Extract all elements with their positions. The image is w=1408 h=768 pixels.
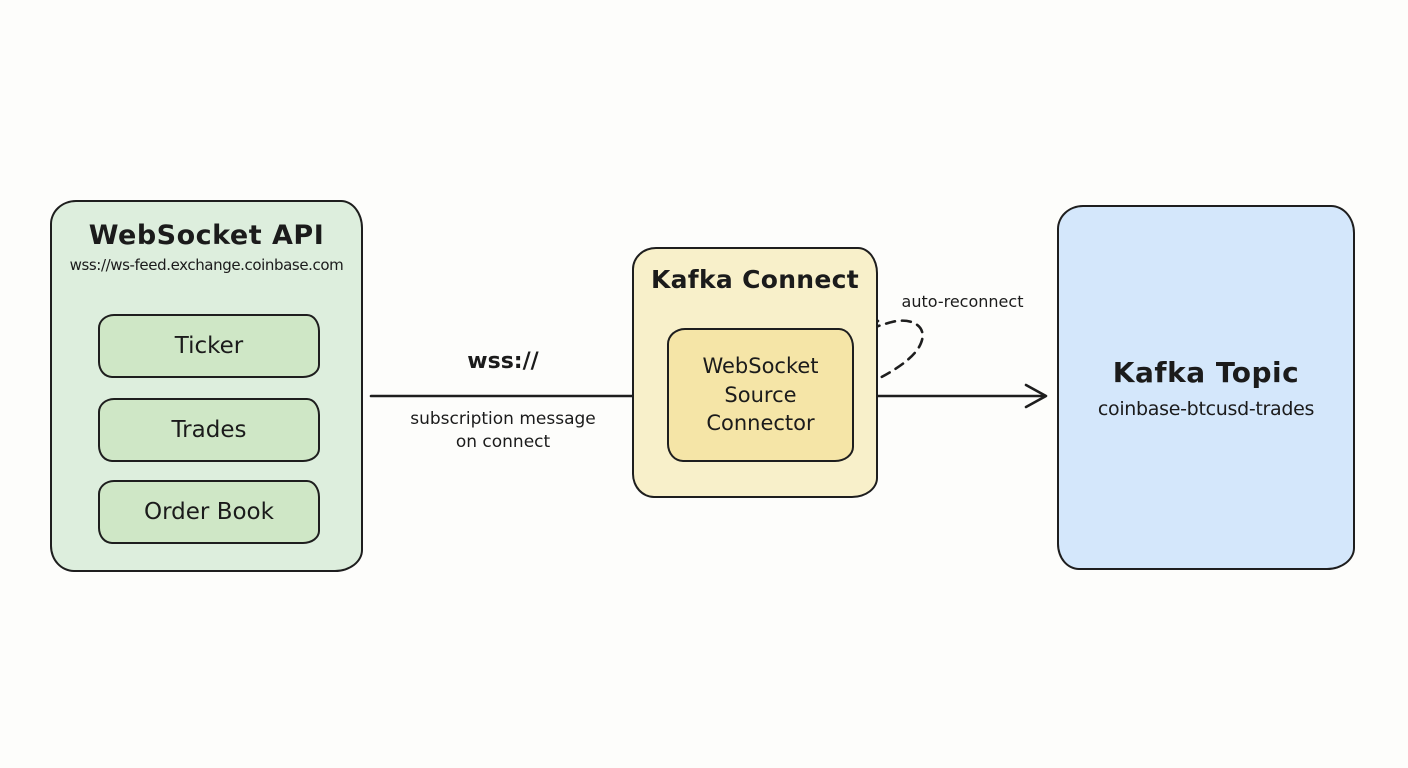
channel-ticker-label: Ticker [174, 333, 244, 359]
arrow-websocket-to-connector [369, 383, 663, 409]
kafka-topic-name: coinbase-btcusd-trades [1097, 397, 1315, 420]
channel-trades: Trades [98, 398, 320, 462]
channel-order-book-label: Order Book [144, 499, 274, 525]
websocket-api-box: WebSocket API wss://ws-feed.exchange.coi… [50, 200, 363, 572]
websocket-source-connector-box: WebSocket Source Connector [667, 328, 854, 462]
websocket-source-connector-label: WebSocket Source Connector [702, 353, 819, 436]
edge-label-subscription: subscription message on connect [410, 409, 596, 453]
kafka-connect-box: Kafka Connect WebSocket Source Connector [632, 247, 878, 498]
channel-ticker: Ticker [98, 314, 320, 378]
websocket-api-title: WebSocket API [88, 220, 325, 251]
edge-label-auto-reconnect: auto-reconnect [901, 292, 1024, 311]
kafka-topic-box: Kafka Topic coinbase-btcusd-trades [1057, 205, 1355, 570]
kafka-topic-title: Kafka Topic [1112, 355, 1300, 389]
edge-label-protocol: wss:// [467, 349, 539, 374]
arrow-connector-to-topic [852, 383, 1048, 409]
kafka-connect-title: Kafka Connect [650, 265, 860, 294]
channel-trades-label: Trades [171, 417, 247, 443]
websocket-api-url: wss://ws-feed.exchange.coinbase.com [69, 256, 344, 274]
channel-order-book: Order Book [98, 480, 320, 544]
